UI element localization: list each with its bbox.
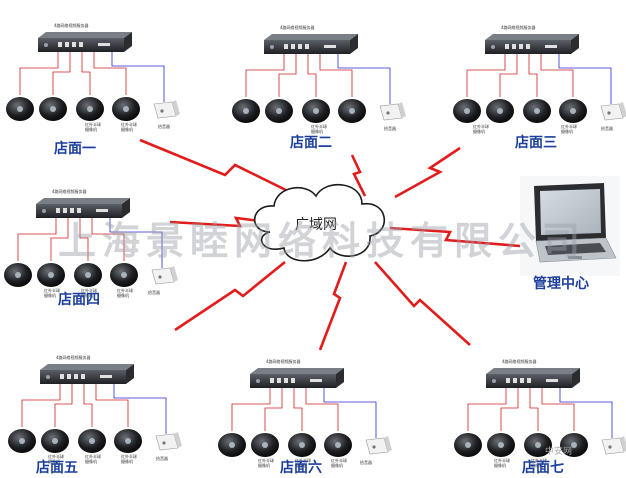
svg-text:红外半球: 红外半球 [48,453,64,459]
link-store7 [374,261,471,346]
svg-text:摄像机: 摄像机 [85,458,97,464]
store-label: 店面四 [58,291,100,308]
svg-text:摄像机: 摄像机 [117,292,129,298]
svg-text:4路网络视频服务器: 4路网络视频服务器 [501,24,536,30]
store-label: 店面五 [36,459,78,476]
link-store6 [318,261,348,351]
store-5: 4路网络视频服务器 红外半球 摄像机 红外半球 摄像机 红外半球 摄像机 拾音器… [7,354,183,476]
store-1: 4路网络视频服务器 红外半球 摄像机 红外半球 摄像机 拾音器 店面一 [5,22,181,157]
svg-text:红外半球: 红外半球 [258,457,274,463]
svg-text:红外半球: 红外半球 [531,457,547,463]
svg-text:红外半球: 红外半球 [295,457,311,463]
link-center [389,226,521,248]
store-label: 店面三 [515,134,557,151]
link-store4 [169,216,269,228]
svg-text:摄像机: 摄像机 [85,126,97,132]
store-label: 店面二 [290,134,332,151]
svg-text:红外半球: 红外半球 [311,123,327,129]
svg-text:红外半球: 红外半球 [494,457,510,463]
laptop-icon [534,183,617,263]
svg-text:摄像机: 摄像机 [258,462,270,468]
svg-text:摄像机: 摄像机 [311,128,323,134]
svg-text:拾音器: 拾音器 [360,459,372,465]
corner-watermark: 中安网 [545,445,572,457]
svg-text:摄像机: 摄像机 [494,462,506,468]
link-store5 [174,260,286,332]
svg-text:4路网络视频服务器: 4路网络视频服务器 [266,358,301,364]
svg-text:摄像机: 摄像机 [44,292,56,298]
svg-text:红外半球: 红外半球 [121,453,137,459]
svg-text:摄像机: 摄像机 [295,462,307,468]
svg-text:红外半球: 红外半球 [473,123,489,129]
svg-text:红外半球: 红外半球 [85,121,101,127]
svg-text:4路网络视频服务器: 4路网络视频服务器 [56,354,91,360]
svg-text:红外半球: 红外半球 [117,287,133,293]
svg-text:摄像机: 摄像机 [561,128,573,134]
svg-text:摄像机: 摄像机 [121,458,133,464]
watermark: 上海景睦网络科技有限公司 [58,218,586,263]
svg-text:红外半球: 红外半球 [561,123,577,129]
svg-text:4路网络视频服务器: 4路网络视频服务器 [502,358,537,364]
store-2: 4路网络视频服务器 红外半球 摄像机 拾音器 店面二 [231,24,407,151]
svg-text:红外半球: 红外半球 [81,287,97,293]
store-4: 4路网络视频服务器 红外半球 摄像机 红外半球 摄像机 红外半球 摄像机 拾音器… [3,188,179,308]
svg-text:拾音器: 拾音器 [601,125,613,131]
svg-text:4路网络视频服务器: 4路网络视频服务器 [54,22,89,28]
link-store2 [350,154,367,197]
store-7: 4路网络视频服务器 红外半球 摄像机 红外半球 摄像机 店面七 [453,358,626,476]
svg-text:摄像机: 摄像机 [48,458,60,464]
svg-text:红外半球: 红外半球 [331,457,347,463]
svg-text:红外半球: 红外半球 [44,287,60,293]
store-3: 4路网络视频服务器 红外半球 摄像机 红外半球 摄像机 拾音器 店面三 [452,24,626,151]
cloud-label: 广域网 [295,217,337,233]
svg-text:摄像机: 摄像机 [331,462,343,468]
svg-text:4路网络视频服务器: 4路网络视频服务器 [280,24,315,30]
store-label: 店面六 [280,459,322,476]
svg-text:摄像机: 摄像机 [81,292,93,298]
wan-cloud [253,183,386,262]
svg-text:摄像机: 摄像机 [531,462,543,468]
store-label: 店面一 [54,140,96,157]
management-center: 管理中心 [520,176,620,292]
store-6: 4路网络视频服务器 红外半球 摄像机 红外半球 摄像机 红外半球 摄像机 拾音器… [217,358,393,476]
svg-text:拾音器: 拾音器 [156,455,168,461]
store-label: 店面七 [522,459,564,476]
svg-text:摄像机: 摄像机 [121,126,133,132]
link-store1 [139,138,301,199]
svg-text:拾音器: 拾音器 [148,289,160,295]
management-center-label: 管理中心 [533,275,589,292]
svg-text:红外半球: 红外半球 [121,121,137,127]
svg-text:摄像机: 摄像机 [473,128,485,134]
svg-text:拾音器: 拾音器 [158,123,170,129]
svg-text:拾音器: 拾音器 [384,125,396,131]
svg-text:4路网络视频服务器: 4路网络视频服务器 [52,188,87,194]
svg-text:红外半球: 红外半球 [85,453,101,459]
link-store3 [394,146,461,199]
